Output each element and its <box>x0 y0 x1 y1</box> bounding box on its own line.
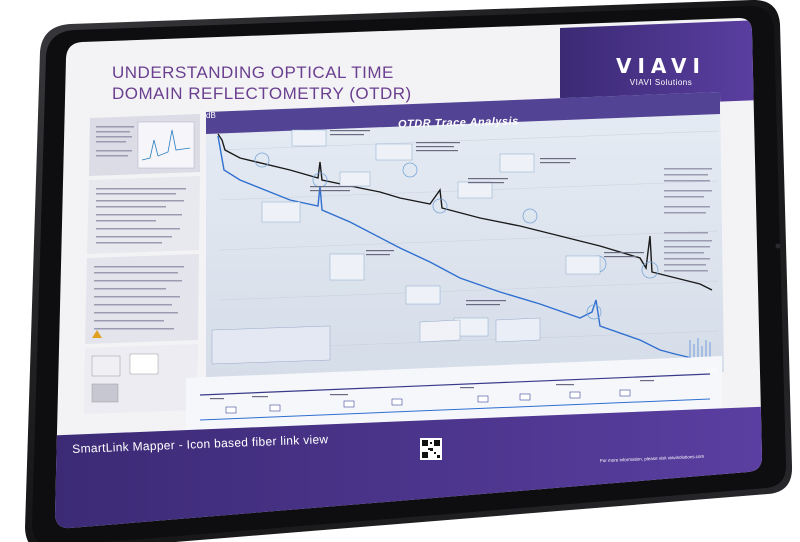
title-line-2: DOMAIN REFLECTOMETRY (OTDR) <box>112 84 412 103</box>
warning-icon <box>92 330 102 338</box>
qr-code-icon <box>420 438 442 460</box>
page-title: UNDERSTANDING OPTICAL TIME DOMAIN REFLEC… <box>112 62 442 104</box>
brand: VIAVI VIAVI Solutions <box>606 54 716 87</box>
trace-panel <box>206 92 724 396</box>
axis-x-label: km <box>707 366 718 375</box>
trace-blue <box>217 135 713 365</box>
title-line-1: UNDERSTANDING OPTICAL TIME <box>112 63 394 82</box>
camera-icon <box>775 243 781 249</box>
axis-y-label: dB <box>206 111 216 120</box>
brand-subtitle: VIAVI Solutions <box>629 78 693 87</box>
brand-logo: VIAVI <box>616 54 706 78</box>
brand-banner <box>560 20 760 108</box>
event-marker-icon <box>254 152 270 168</box>
